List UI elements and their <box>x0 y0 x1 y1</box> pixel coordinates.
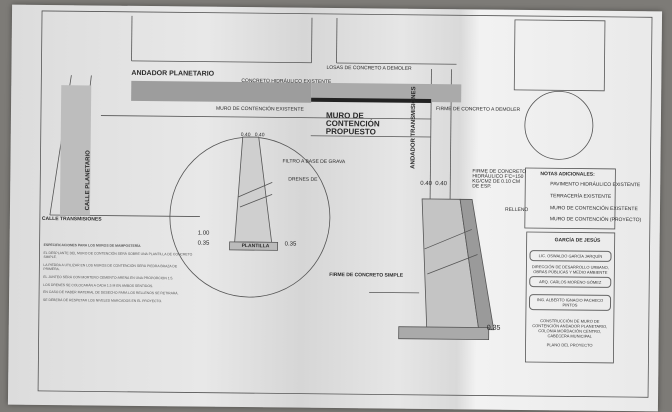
blueprint-sheet: ANDADOR PLANETARIO CONCRETO HIDRÁULICO E… <box>7 4 663 412</box>
label-filtro: FILTRO A BASE DE GRAVA <box>282 158 346 166</box>
label-muro-propuesto: MURO DE CONTENCIÓN PROPUESTO <box>325 110 380 137</box>
label-losas: LOSAS DE CONCRETO A DEMOLER <box>326 64 412 72</box>
drawing-lines <box>37 10 653 398</box>
legend-item: MURO DE CONTENCIÓN EXISTENTE <box>549 205 638 213</box>
title-person3: ING. ALBERTO IGNACIO PACHECO PINTOS <box>528 294 612 311</box>
legend-item: TERRACERÍA EXISTENTE <box>550 193 612 200</box>
dim: 0.40 <box>420 180 432 188</box>
dim: 0.40 <box>240 132 251 139</box>
label-plantilla: PLANTILLA <box>241 243 270 250</box>
dim: 1.00 <box>197 230 210 237</box>
legend-item: MURO DE CONTENCIÓN (PROYECTO) <box>549 216 642 224</box>
dim: 0.35 <box>284 241 297 248</box>
title-person1: LIC. OSWALDO GARCÍA JARQUÍN <box>529 250 612 262</box>
specifications: ESPECIFICACIONES PARA LOS MUROS DE MAMPO… <box>43 243 194 307</box>
label-relleno: RELLENO <box>504 206 529 214</box>
label-firme-hidraulico: FIRME DE CONCRETO HIDRÁULICO F'C=150 KG/… <box>472 168 527 190</box>
label-firme-simple: FIRME DE CONCRETO SIMPLE <box>329 271 404 279</box>
label-concreto-hidraulico: CONCRETO HIDRÁULICO EXISTENTE <box>241 78 332 85</box>
dim: 0.40 <box>435 181 447 188</box>
spec-paragraph: LA PIEDRA A UTILIZAR EN LOS MUROS DE CON… <box>43 262 178 272</box>
title-person2: ARQ. CARLOS MORENO GÓMEZ <box>529 276 612 288</box>
title-sheet: PLANO DEL PROYECTO <box>546 342 593 348</box>
title-project: CONSTRUCCIÓN DE MURO DE CONTENCIÓN ANDAD… <box>532 318 608 339</box>
label-andador-planetario: ANDADOR PLANETARIO <box>131 69 215 78</box>
spec-paragraph: EL JUNTEO SERÁ CON MORTERO CEMENTO-ARENA… <box>43 274 174 281</box>
label-drenes: DRENES DE <box>288 176 318 183</box>
dim: 0.35 <box>486 324 501 332</box>
label-calle-planetario: CALLE PLANETARIO <box>84 150 92 211</box>
spec-paragraph: LOS DRENES SE COLOCARÁN A CADA 1.5 M EN … <box>43 282 154 288</box>
spec-paragraph: EN CASO DE HABER MATERIAL DE DESECHO PAR… <box>43 290 179 296</box>
legend-item: PAVIMENTO HIDRÁULICO EXISTENTE <box>550 181 641 189</box>
dim: 0.35 <box>197 240 210 247</box>
spec-paragraph: SE DEBERÁ DE RESPETAR LOS NIVELES MARCAD… <box>43 297 163 303</box>
title-dept: DIRECCIÓN DE DESARROLLO URBANO, OBRAS PÚ… <box>531 264 609 275</box>
dim: 0.40 <box>254 132 265 139</box>
label-muro-existente: MURO DE CONTENCIÓN EXISTENTE <box>216 105 304 113</box>
legend-title: NOTAS ADICIONALES: <box>540 171 595 178</box>
label-calle-transmisiones: CALLE TRANSMISIONES <box>41 215 102 223</box>
label-andador-transmisiones: ANDADOR TRANSMISIONES <box>410 86 418 169</box>
label-firme-demoler: FIRME DE CONCRETO A DEMOLER <box>436 106 521 113</box>
specs-title: ESPECIFICACIONES PARA LOS MUROS DE MAMPO… <box>43 242 141 248</box>
spec-paragraph: EL DESPLANTE DEL MURO DE CONTENCIÓN SERÁ… <box>43 250 193 260</box>
title-org: GARCÍA DE JESÚS <box>554 237 601 244</box>
